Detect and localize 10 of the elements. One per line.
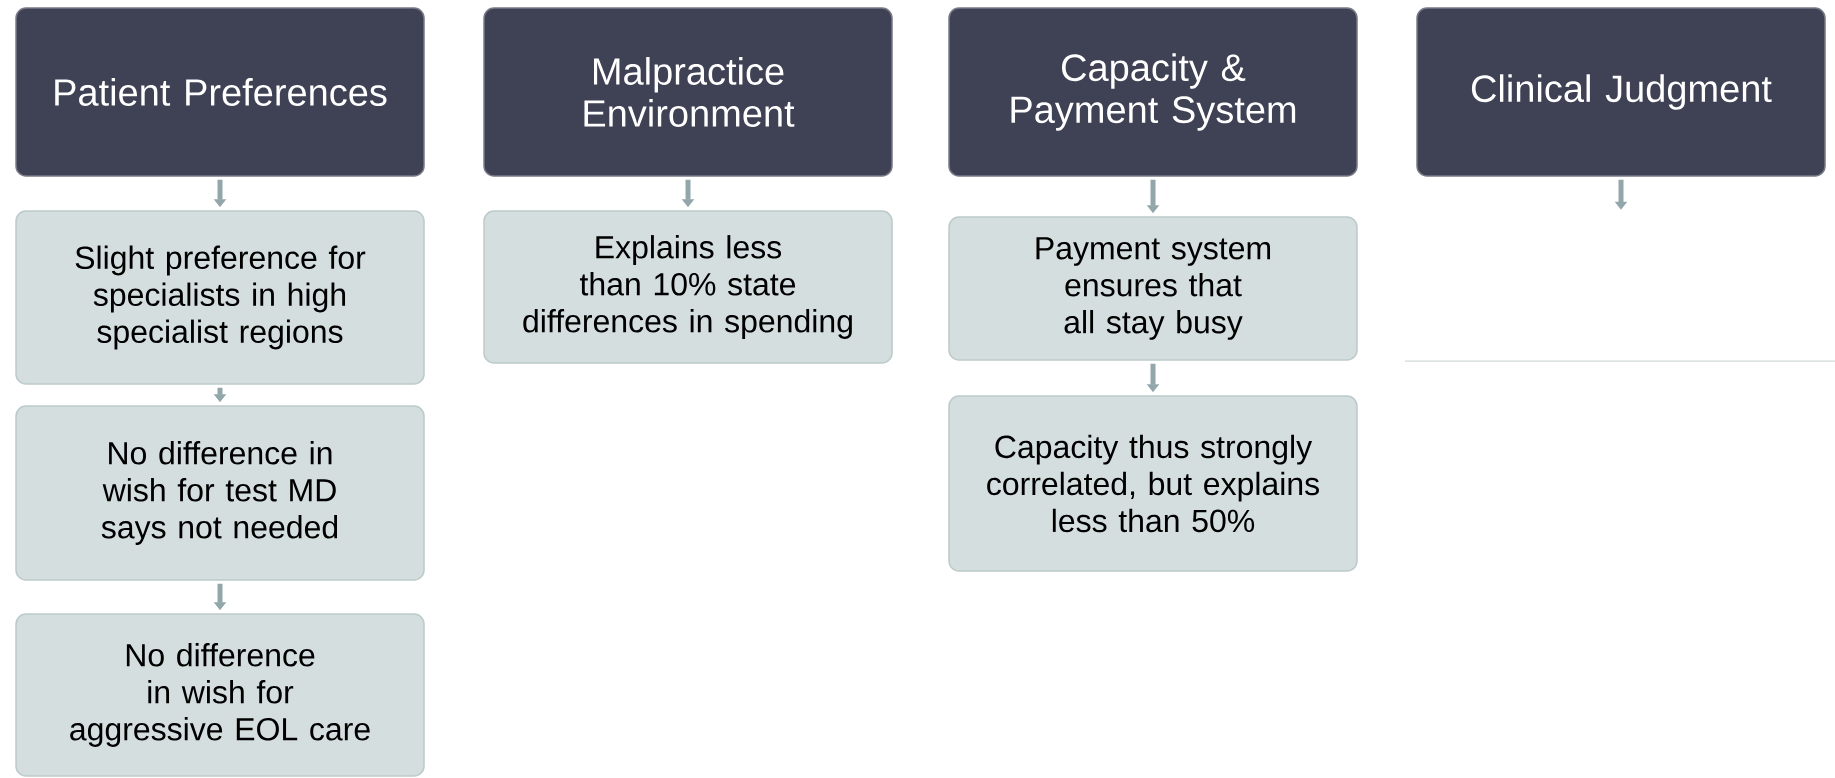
- header-box: Clinical Judgment: [1416, 7, 1826, 177]
- text-box: No difference in wish for aggressive EOL care: [15, 613, 425, 777]
- text-box: No difference in wish for test MD says not needed: [15, 405, 425, 581]
- header-box: Patient Preferences: [15, 7, 425, 177]
- header-box: Malpractice Environment: [483, 7, 893, 177]
- text-box: Explains less than 10% state differences in spending: [483, 210, 893, 364]
- text-box: Slight preference for specialists in high specialist regions: [15, 210, 425, 385]
- header-box: Capacity & Payment System: [948, 7, 1358, 177]
- text-box: Payment system ensures that all stay busy: [948, 216, 1358, 361]
- text-box: Capacity thus strongly correlated, but explains less than 50%: [948, 395, 1358, 572]
